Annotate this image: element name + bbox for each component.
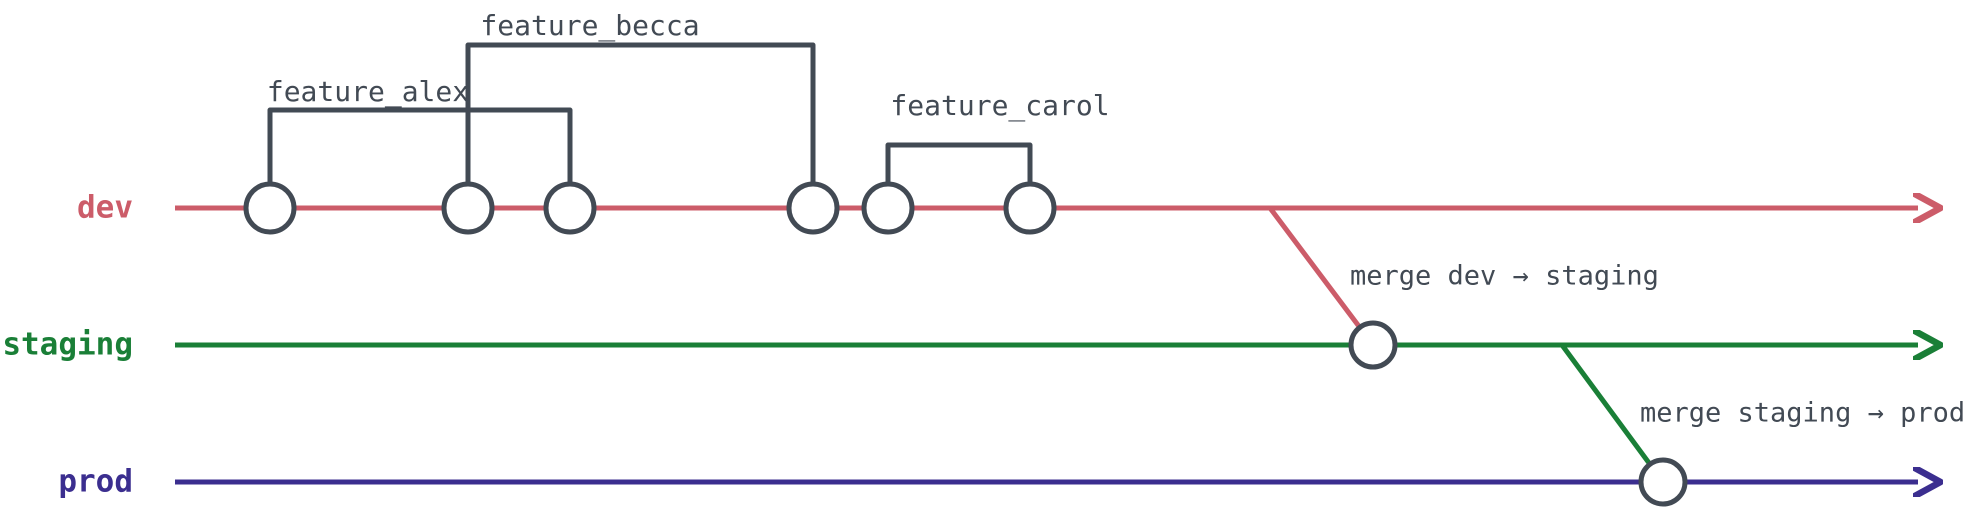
- merge-label-dev-staging: merge dev → staging: [1350, 261, 1659, 292]
- commit-node-dev-c1[interactable]: [243, 181, 297, 235]
- commit-node-prod-m1[interactable]: [1638, 457, 1688, 507]
- feature-label-feature_alex: feature_alex: [267, 75, 469, 109]
- feature-label-feature_becca: feature_becca: [480, 9, 699, 43]
- merge-lines-group: [1267, 205, 1666, 485]
- commit-node-dev-c3[interactable]: [543, 181, 597, 235]
- branch-labels-group: dev staging prod: [2, 190, 133, 500]
- feature-bracket-feature_carol[interactable]: [885, 142, 1033, 193]
- feature-label-feature_carol: feature_carol: [890, 89, 1109, 123]
- commit-node-staging-m1[interactable]: [1348, 320, 1398, 370]
- commit-node-dev-c2[interactable]: [441, 181, 495, 235]
- feature-labels-group: feature_alex feature_becca feature_carol: [267, 9, 1110, 123]
- branch-label-staging: staging: [2, 327, 133, 363]
- merge-label-staging-prod: merge staging → prod: [1640, 398, 1965, 429]
- commit-node-dev-c6[interactable]: [1003, 181, 1057, 235]
- branch-lines-group: [175, 208, 1918, 482]
- branch-label-prod: prod: [58, 464, 133, 500]
- feature-bracket-feature_alex[interactable]: [267, 107, 573, 193]
- merge-labels-group: merge dev → staging merge staging → prod: [1350, 261, 1965, 429]
- merge-nodes-group: [1348, 320, 1688, 507]
- feature-brackets-group: [267, 42, 1033, 193]
- branch-label-dev: dev: [77, 190, 133, 226]
- merge-line-dev-staging[interactable]: [1267, 205, 1376, 348]
- feature-bracket-feature_becca[interactable]: [465, 42, 816, 193]
- commit-node-dev-c4[interactable]: [786, 181, 840, 235]
- commit-node-dev-c5[interactable]: [861, 181, 915, 235]
- commit-nodes-dev: [243, 181, 1057, 235]
- merge-line-staging-prod[interactable]: [1559, 342, 1666, 485]
